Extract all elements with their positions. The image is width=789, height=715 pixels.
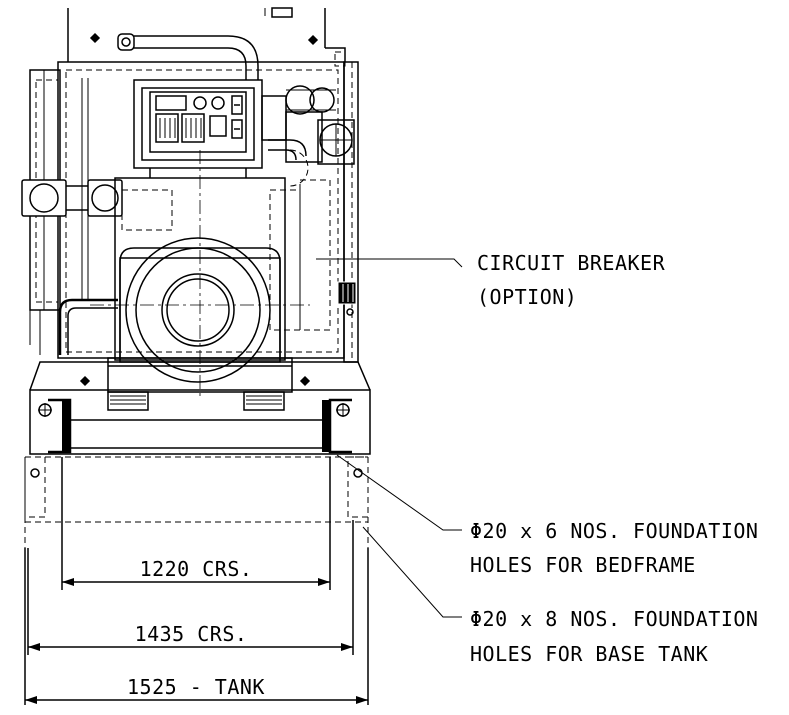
exhaust-pipe	[117, 33, 259, 80]
callout-circuit-breaker-line2: (OPTION)	[477, 285, 577, 309]
leader-lines	[316, 258, 463, 618]
bedframe	[29, 361, 371, 455]
control-panel	[133, 79, 263, 178]
callout-base-tank-holes-line2: HOLES FOR BASE TANK	[470, 642, 708, 666]
dimension-base-tank-centres: 1435 CRS.	[135, 622, 248, 646]
callout-circuit-breaker-line1: CIRCUIT BREAKER	[477, 251, 666, 275]
callout-bedframe-holes-line1: Φ20 x 6 NOS. FOUNDATION	[470, 519, 758, 543]
callout-bedframe-holes-line2: HOLES FOR BEDFRAME	[470, 553, 696, 577]
base-tank	[24, 456, 369, 705]
callout-base-tank-holes-line1: Φ20 x 8 NOS. FOUNDATION	[470, 607, 758, 631]
left-side-assembly	[21, 69, 123, 355]
dimension-tank-width: 1525 - TANK	[127, 675, 265, 699]
alternator	[90, 150, 310, 400]
right-side-panel	[337, 61, 359, 363]
dimension-lines	[25, 578, 368, 704]
dimension-bedframe-centres: 1220 CRS.	[140, 557, 253, 581]
